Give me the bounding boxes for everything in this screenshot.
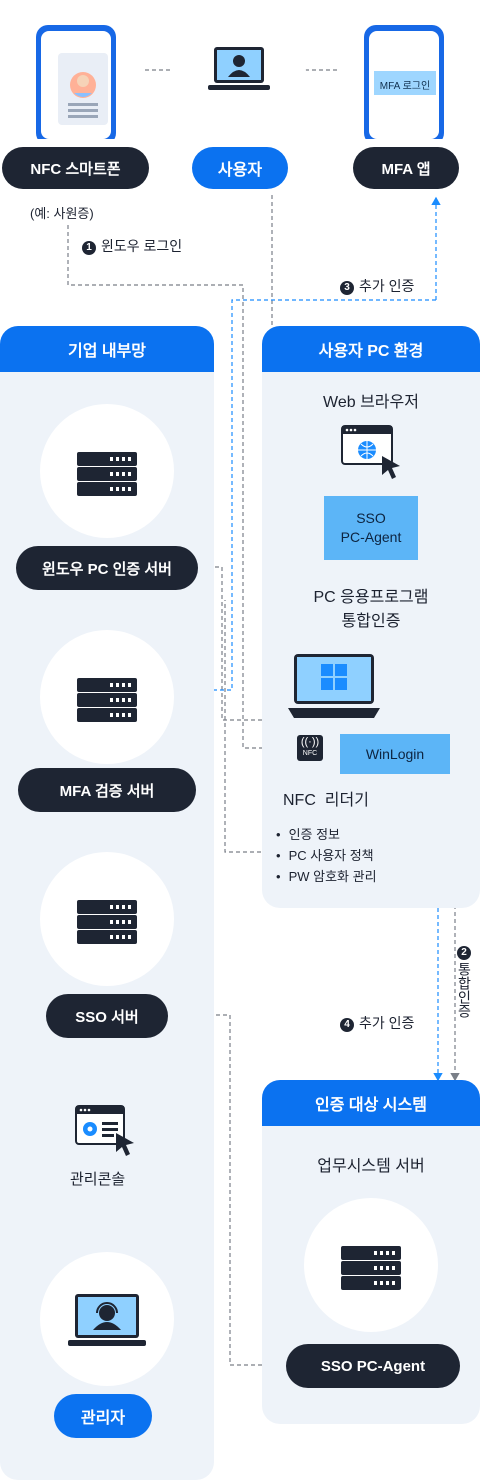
mfa-app-circle: MFA 로그인	[338, 5, 472, 145]
step4-number: 4	[340, 1018, 354, 1032]
admin-headset-icon	[68, 1294, 146, 1346]
step1-text: 윈도우 로그인	[101, 238, 183, 254]
user-pc-title: 사용자 PC 환경	[262, 326, 480, 372]
server-icon	[77, 452, 137, 496]
user-label: 사용자	[192, 147, 288, 189]
sso-agent-line2: PC-Agent	[340, 529, 402, 545]
step3-text: 추가 인증	[359, 278, 415, 294]
admin-console-icon	[75, 1105, 134, 1156]
nfc-badge: NFC	[302, 750, 318, 757]
winlogin-box: WinLogin	[340, 734, 450, 774]
user-pc-panel: 사용자 PC 환경	[262, 326, 480, 908]
pc-app-line2: 통합인증	[341, 613, 401, 630]
mfa-app-label: MFA 앱	[353, 147, 459, 189]
laptop-user-icon	[208, 47, 270, 90]
step4-text: 추가 인증	[359, 1015, 415, 1031]
wifi-icon: ((·))	[300, 736, 320, 748]
admin-circle	[40, 1252, 174, 1386]
admin-label: 관리자	[54, 1394, 152, 1438]
web-browser-label: Web 브라우저	[323, 394, 419, 411]
feature-item: 인증 정보	[276, 824, 377, 845]
nfc-reader-icon: ((·)) NFC	[297, 735, 323, 761]
example-note: (예: 사원증)	[30, 206, 94, 221]
sso-server-circle	[40, 852, 174, 986]
mfa-server-label: MFA 검증 서버	[18, 768, 196, 812]
feature-list: 인증 정보 PC 사용자 정책 PW 암호화 관리	[276, 824, 377, 887]
browser-icon	[341, 425, 400, 479]
pc-app-label: PC 응용프로그램 통합인증	[262, 586, 480, 634]
server-icon	[77, 900, 137, 944]
sso-server-label: SSO 서버	[46, 994, 168, 1038]
sso-agent-line1: SSO	[356, 510, 386, 526]
step1-number: 1	[82, 241, 96, 255]
step2-label: 2 통합인증	[456, 944, 473, 1018]
admin-console-label: 관리콘솔	[70, 1171, 126, 1188]
nfc-reader-label: NFC 리더기	[283, 792, 369, 809]
server-icon	[341, 1246, 401, 1290]
business-server-label: 업무시스템 서버	[317, 1158, 425, 1175]
step1-label: 1 윈도우 로그인	[82, 236, 182, 256]
mfa-server-circle	[40, 630, 174, 764]
step3-label: 3 추가 인증	[340, 276, 414, 296]
step2-text: 통합인증	[456, 962, 473, 1018]
target-title: 인증 대상 시스템	[262, 1080, 480, 1126]
nfc-phone-circle	[8, 5, 142, 145]
business-server-circle	[304, 1198, 438, 1332]
step2-number: 2	[457, 946, 471, 960]
step3-number: 3	[340, 281, 354, 295]
feature-item: PC 사용자 정책	[276, 845, 377, 866]
user-circle	[172, 5, 306, 139]
windows-server-circle	[40, 404, 174, 538]
feature-item: PW 암호화 관리	[276, 866, 377, 887]
pc-app-line1: PC 응용프로그램	[313, 589, 429, 606]
mfa-screen-text: MFA 로그인	[379, 81, 431, 92]
mfa-phone-icon	[364, 25, 444, 145]
windows-laptop-icon	[288, 654, 380, 718]
server-icon	[77, 678, 137, 722]
sso-pc-agent-box: SSO PC-Agent	[324, 496, 418, 560]
windows-server-label: 윈도우 PC 인증 서버	[16, 546, 198, 590]
enterprise-title: 기업 내부망	[0, 326, 214, 372]
target-sso-agent-label: SSO PC-Agent	[286, 1344, 460, 1388]
nfc-phone-label: NFC 스마트폰	[2, 147, 149, 189]
nfc-phone-icon	[36, 25, 116, 145]
step4-label: 4 추가 인증	[340, 1013, 414, 1033]
